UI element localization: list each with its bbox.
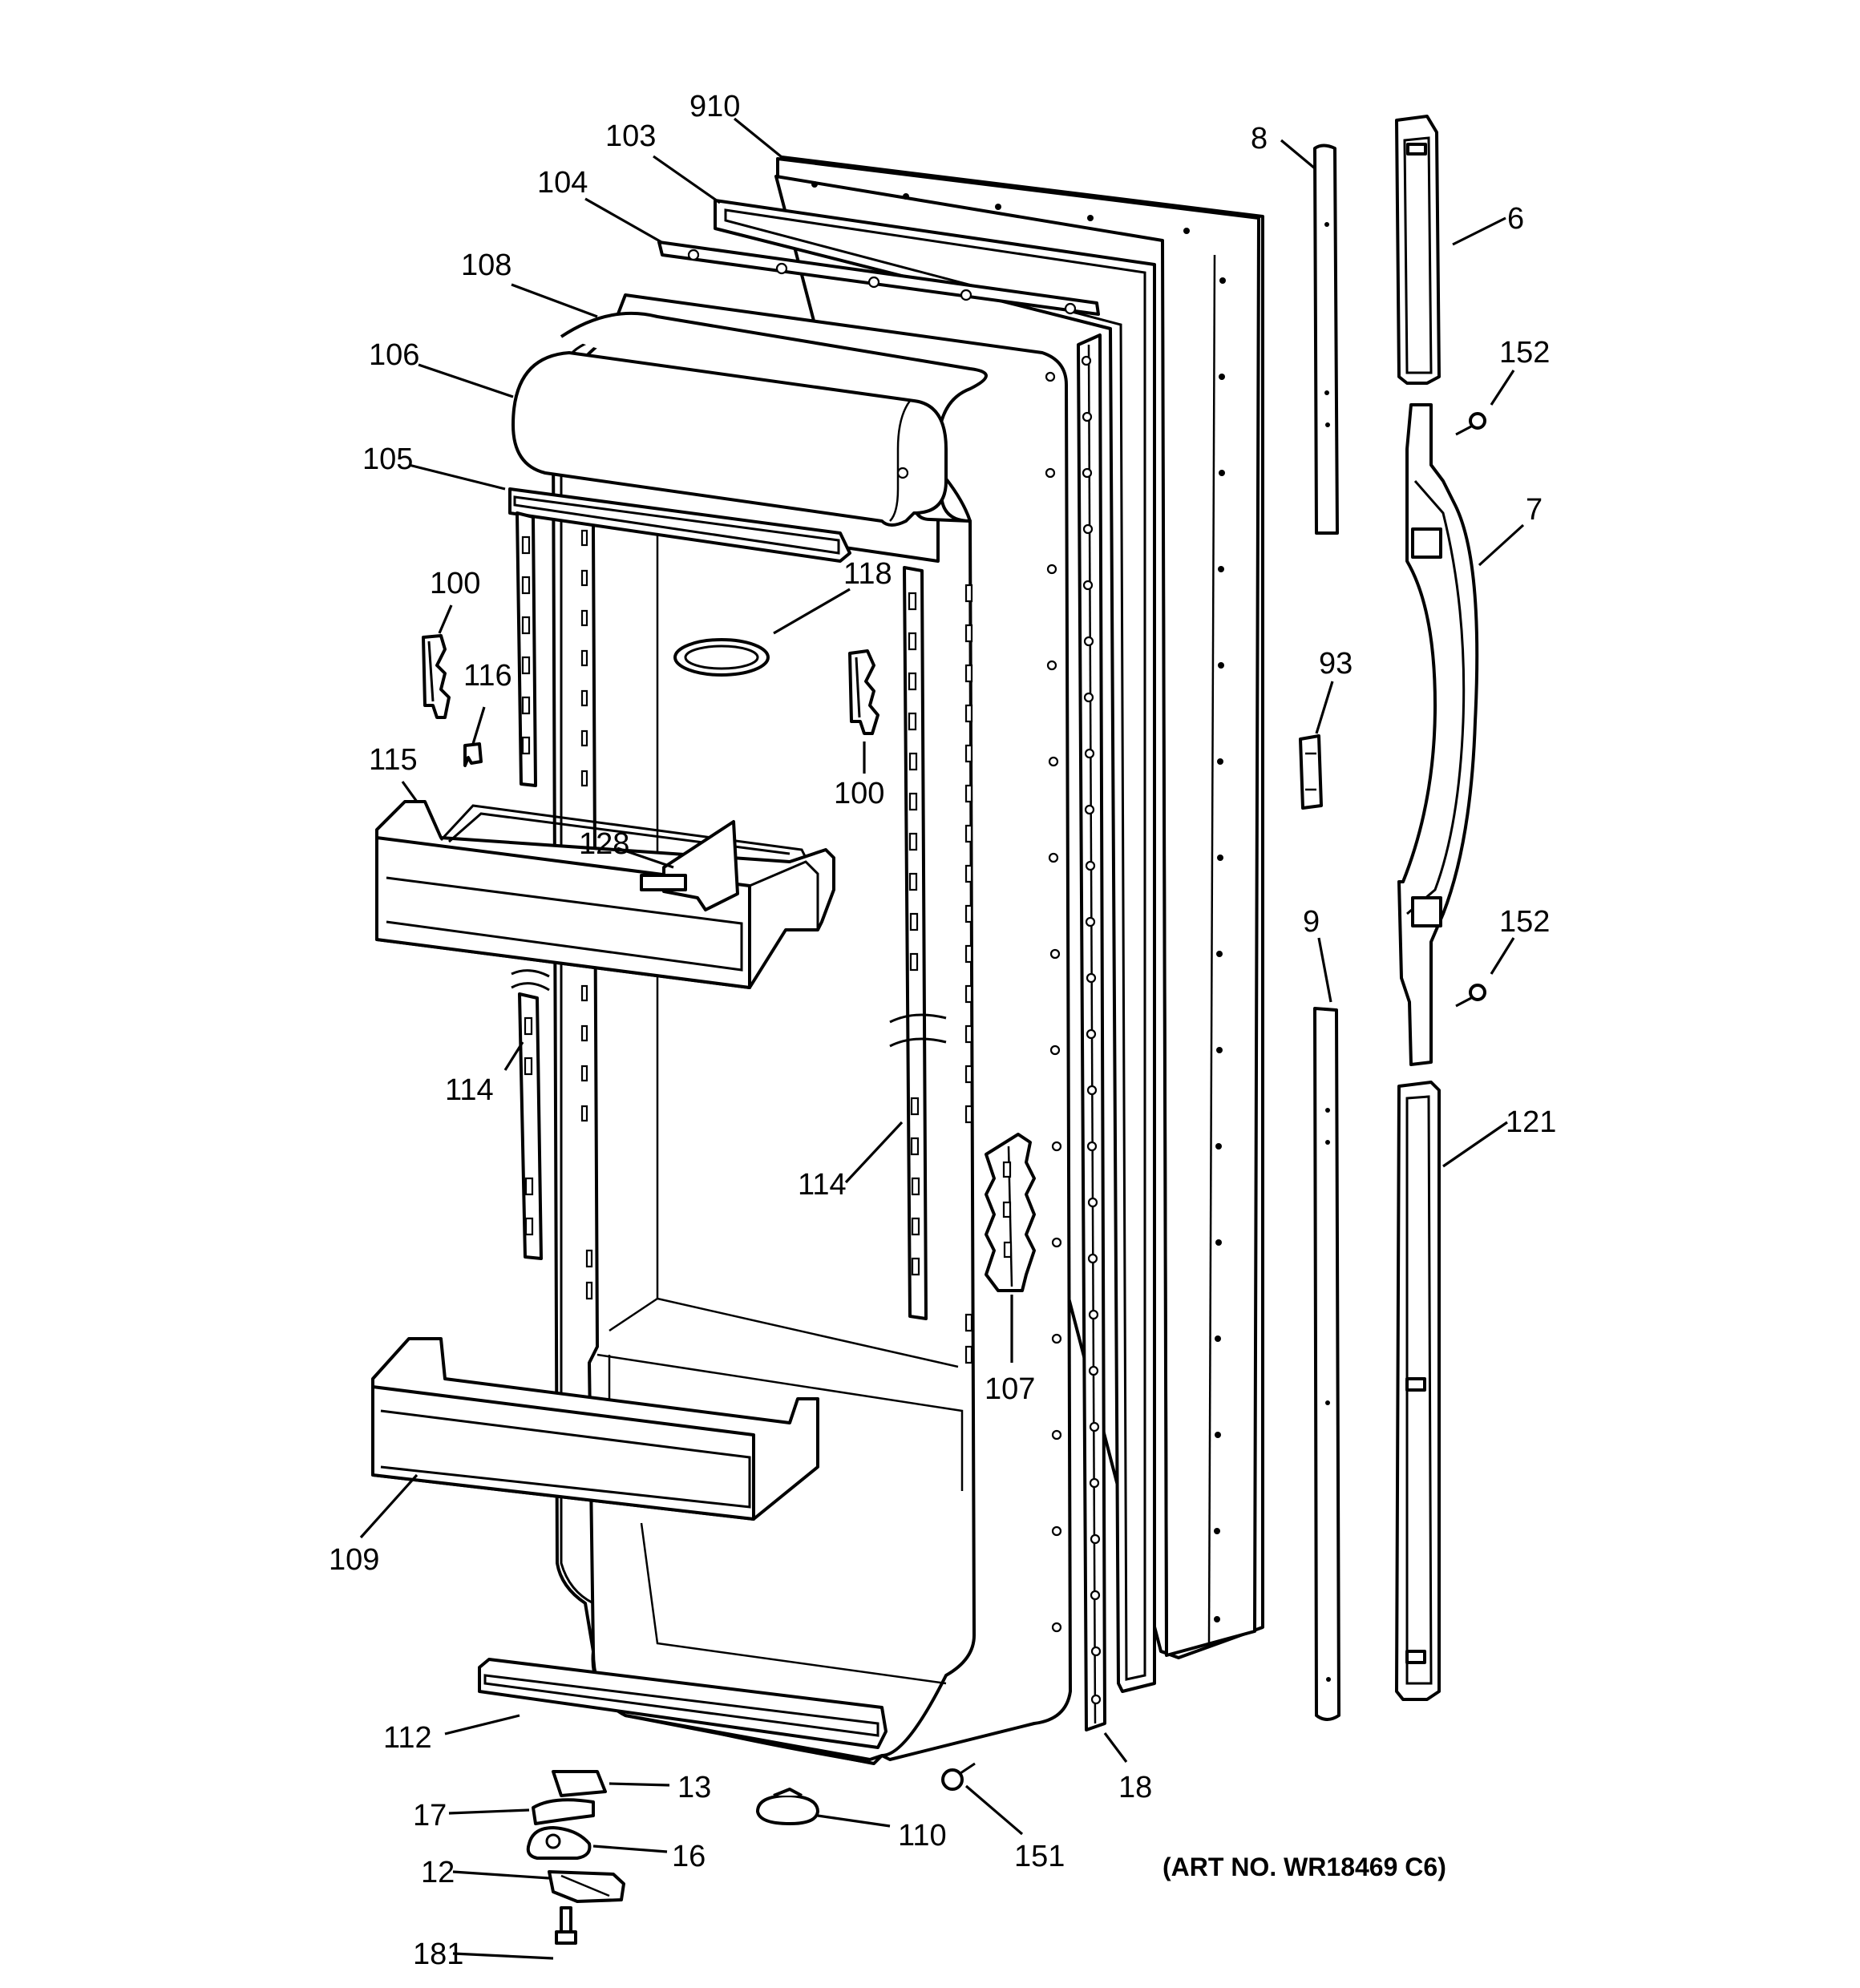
callout-17: 17 [413, 1799, 447, 1832]
callout-18: 18 [1118, 1771, 1152, 1804]
callout-105: 105 [362, 442, 413, 476]
callout-114-left: 114 [445, 1073, 494, 1107]
callout-121: 121 [1506, 1105, 1556, 1139]
callout-115: 115 [369, 743, 418, 777]
light-lens-118 [673, 638, 770, 677]
callout-104: 104 [537, 166, 588, 200]
door-bin-109 [371, 1337, 819, 1521]
callout-110: 110 [898, 1819, 947, 1853]
bin-divider-128 [640, 820, 739, 911]
clip-116 [463, 742, 483, 767]
callout-9: 9 [1303, 905, 1320, 939]
hinge-bushing-17 [532, 1798, 595, 1825]
channel-107 [985, 1133, 1036, 1292]
callout-128: 128 [579, 827, 629, 861]
screw-181 [555, 1906, 577, 1945]
callout-116: 116 [463, 659, 512, 693]
callout-114-right: 114 [798, 1168, 847, 1202]
door-rail-105 [508, 487, 851, 563]
callout-152-bottom: 152 [1499, 905, 1550, 939]
hinge-bracket-12 [548, 1870, 625, 1903]
handle-end-cap-121 [1395, 1081, 1441, 1701]
hinge-cam-16 [526, 1826, 592, 1860]
screw-152-bottom [1455, 984, 1486, 1008]
shelf-rail-114-left [511, 511, 550, 1260]
callout-8: 8 [1251, 122, 1268, 156]
art-number: (ART NO. WR18469 C6) [1162, 1853, 1446, 1881]
breaker-strip-104 [657, 240, 1100, 316]
door-gasket-103 [714, 199, 1156, 1693]
callout-109: 109 [329, 1543, 379, 1577]
callout-152-top: 152 [1499, 336, 1550, 370]
screw-151 [941, 1762, 976, 1791]
liner-screw-holes [1045, 371, 1062, 1633]
cap-110 [756, 1788, 819, 1825]
bottom-rail-112 [478, 1658, 888, 1749]
shelf-clip-100-left [422, 634, 451, 719]
hinge-cover-93 [1299, 734, 1323, 810]
gasket-strip-holes [1081, 355, 1102, 1705]
screw-152-top [1455, 412, 1486, 436]
trim-9 [1313, 1007, 1340, 1721]
door-handle-7 [1397, 403, 1479, 1066]
callout-12: 12 [421, 1856, 455, 1889]
callout-100-left: 100 [430, 567, 480, 600]
callout-151: 151 [1014, 1840, 1065, 1873]
handle-end-cap-6 [1395, 115, 1441, 385]
callout-108: 108 [461, 248, 512, 282]
liner-rail-slots [580, 529, 973, 1364]
callout-93: 93 [1319, 647, 1353, 681]
dairy-compartment-106 [512, 311, 988, 527]
callout-112: 112 [383, 1721, 432, 1755]
leader-lines [359, 117, 1525, 1960]
trim-8 [1313, 143, 1339, 535]
callout-16: 16 [672, 1840, 706, 1873]
callout-910: 910 [689, 90, 740, 123]
callout-106: 106 [369, 338, 419, 372]
shelf-clip-100-right [848, 649, 879, 735]
callout-labels: 910 103 104 108 106 105 100 116 118 100 … [329, 90, 1556, 1971]
callout-181: 181 [413, 1937, 463, 1971]
gasket-strip-18 [1077, 333, 1106, 1731]
callout-6: 6 [1507, 202, 1524, 236]
callout-118: 118 [843, 557, 892, 591]
callout-13: 13 [677, 1771, 711, 1804]
callout-100-right: 100 [834, 777, 884, 810]
hinge-plate-13 [552, 1770, 607, 1797]
callout-7: 7 [1526, 493, 1543, 527]
callout-107: 107 [985, 1372, 1035, 1406]
shelf-rail-114-right [889, 566, 947, 1320]
callout-103: 103 [605, 119, 656, 153]
